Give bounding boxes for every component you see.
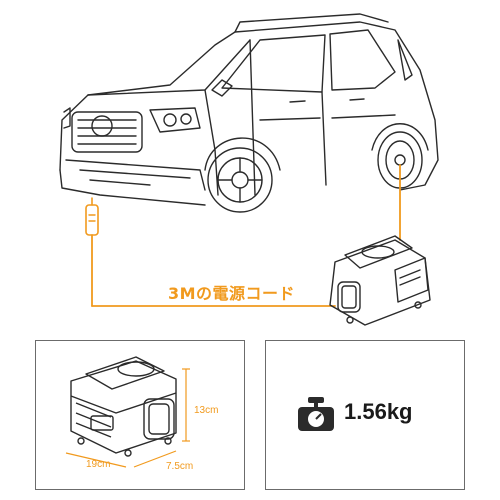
cable-length-label: 3Mの電源コード <box>168 284 296 303</box>
cigarette-plug-drawing <box>85 197 99 236</box>
width-dimension: 19cm <box>86 459 111 470</box>
scale-icon <box>298 397 334 431</box>
car-and-compressor-illustration <box>59 13 439 326</box>
car-drawing <box>59 13 439 213</box>
power-cable <box>91 164 401 307</box>
air-compressor-drawing <box>329 235 431 326</box>
dimensions-panel: 13cm 19cm 7.5cm <box>35 340 245 490</box>
depth-dimension: 7.5cm <box>166 461 194 472</box>
weight-value: 1.56kg <box>344 399 413 424</box>
weight-panel: 1.56kg <box>265 340 465 490</box>
height-dimension: 13cm <box>194 405 219 416</box>
compressor-dimensions-drawing <box>65 356 190 468</box>
